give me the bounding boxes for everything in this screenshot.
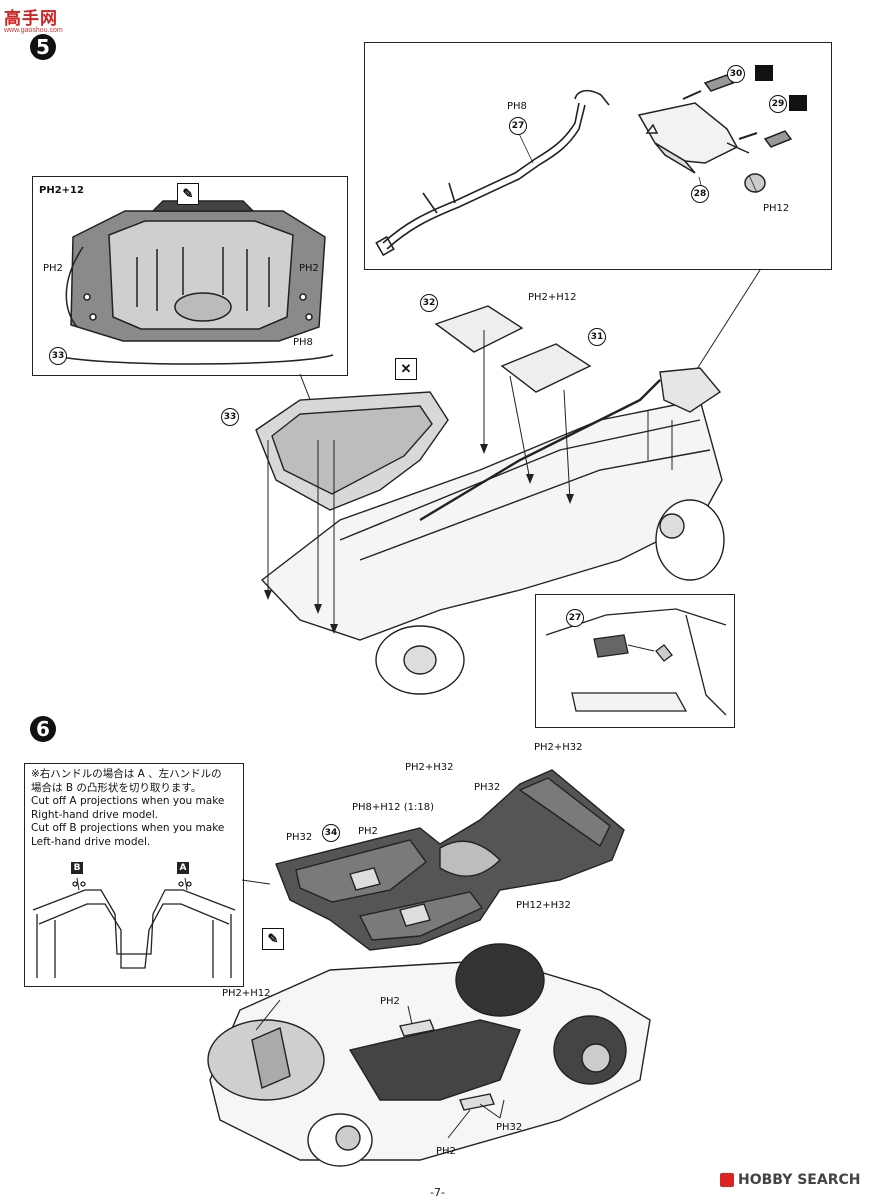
underpanel-top-paint: PH2+12 bbox=[39, 185, 84, 196]
logo-url: www.gaoshou.com bbox=[4, 27, 63, 34]
pipe-detail-inset: 27 bbox=[535, 594, 735, 728]
part-32-cover: 32 bbox=[420, 294, 438, 312]
glue-glyph: ✎ bbox=[182, 186, 194, 201]
floor-paint-right: PH12+H32 bbox=[516, 900, 571, 911]
exhaust-inset: PH8 27 28 30 29 PH12 bbox=[364, 42, 832, 270]
note-en-line3: Cut off B projections when you make bbox=[31, 822, 225, 834]
floor-paint-tunnel: PH8+H12 (1:18) bbox=[352, 802, 434, 813]
exhaust-pipe-paint: PH8 bbox=[507, 101, 527, 112]
note-en-line1: Cut off A projections when you make bbox=[31, 795, 225, 807]
step-5-badge: 5 bbox=[30, 34, 56, 60]
floor-paint-floor2: PH32 bbox=[474, 782, 501, 793]
chassis-paint-bottom: PH2 bbox=[436, 1146, 456, 1157]
covers-paint: PH2+H12 bbox=[528, 292, 577, 303]
hobbysearch-watermark: HOBBY SEARCH bbox=[720, 1172, 860, 1188]
note-text: ※右ハンドルの場合は A 、左ハンドルの 場合は B の凸形状を切り取ります。 … bbox=[31, 768, 241, 849]
part-28-muffler: 28 bbox=[691, 185, 709, 203]
chassis-paint-side: PH32 bbox=[496, 1122, 523, 1133]
glue-icon-step6: ✎ bbox=[262, 928, 284, 950]
glue-glyph-step6: ✎ bbox=[267, 931, 279, 946]
part-27-exhaust-pipe: 27 bbox=[509, 117, 527, 135]
note-drawing bbox=[32, 877, 236, 978]
note-en-line4: Left-hand drive model. bbox=[31, 835, 151, 848]
note-en-line2: Right-hand drive model. bbox=[31, 808, 159, 821]
hobbysearch-text: HOBBY SEARCH bbox=[738, 1172, 861, 1188]
underpanel-right-paint: PH2 bbox=[299, 263, 319, 274]
part-30-tip: 30 bbox=[727, 65, 745, 83]
underpanel-inset: PH2+12 ✎ PH2 PH2 PH8 33 bbox=[32, 176, 348, 376]
glue-icon: ✎ bbox=[177, 183, 199, 205]
underpanel-drawing bbox=[52, 200, 334, 365]
underpanel-left-paint: PH2 bbox=[43, 263, 63, 274]
pipe-detail-drawing bbox=[545, 608, 727, 716]
hobbysearch-logo-icon bbox=[720, 1173, 734, 1187]
site-logo: 高手网 www.gaoshou.com bbox=[4, 4, 74, 34]
logo-text: 高手网 bbox=[4, 9, 58, 29]
chassis-paint-center: PH2 bbox=[380, 996, 400, 1007]
floor-paint-top2: PH2+H32 bbox=[405, 762, 454, 773]
exhaust-drawing bbox=[375, 65, 807, 257]
floor-paint-floor: PH32 bbox=[286, 832, 313, 843]
tag-b: B bbox=[71, 862, 83, 874]
part-34-floor: 34 bbox=[322, 824, 340, 842]
part-33-main: 33 bbox=[221, 408, 239, 426]
part-27-detail: 27 bbox=[566, 609, 584, 627]
note-jp-line2: 場合は B の凸形状を切り取ります。 bbox=[31, 781, 202, 794]
cut-glyph: ✕ bbox=[400, 361, 412, 376]
note-jp-line1: ※右ハンドルの場合は A 、左ハンドルの bbox=[31, 768, 222, 780]
chassis-paint-front: PH2+H12 bbox=[222, 988, 271, 999]
page-number: -7- bbox=[430, 1186, 445, 1199]
part-31-cover: 31 bbox=[588, 328, 606, 346]
tag-a: A bbox=[177, 862, 189, 874]
part-33-inset: 33 bbox=[49, 347, 67, 365]
tip-paint: PH12 bbox=[763, 203, 790, 214]
cut-icon: ✕ bbox=[395, 358, 417, 380]
underpanel-bottom-paint: PH8 bbox=[293, 337, 313, 348]
floor-paint-pads: PH2 bbox=[358, 826, 378, 837]
part-29-tip: 29 bbox=[769, 95, 787, 113]
rhd-lhd-note: ※右ハンドルの場合は A 、左ハンドルの 場合は B の凸形状を切り取ります。 … bbox=[24, 763, 244, 987]
floor-paint-top1: PH2+H32 bbox=[534, 742, 583, 753]
step-6-badge: 6 bbox=[30, 716, 56, 742]
